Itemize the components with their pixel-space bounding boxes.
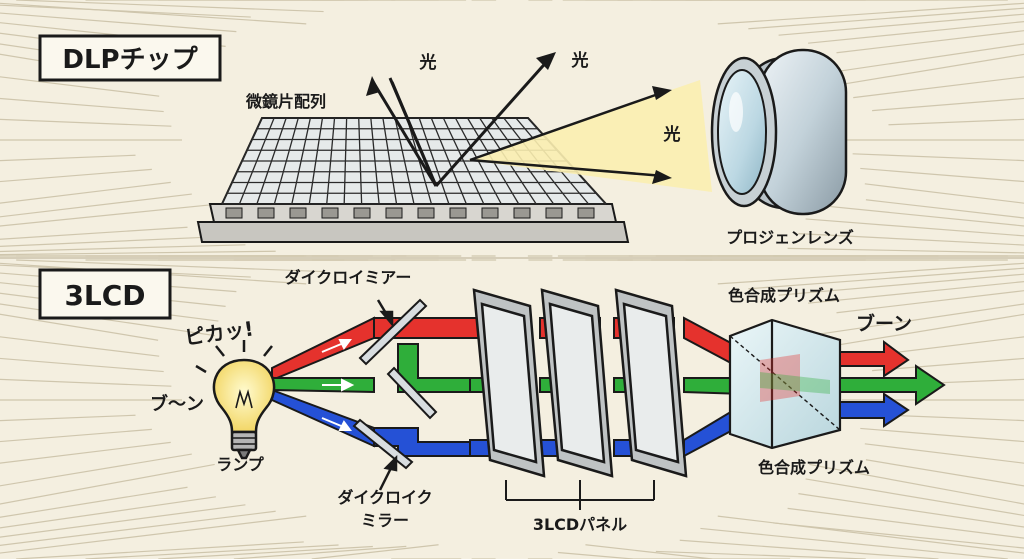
speed-line xyxy=(0,182,171,246)
speed-line xyxy=(809,0,1024,76)
light-label-1: 光 xyxy=(419,52,437,73)
dichroic-mirror-label: ダイクロイミアー xyxy=(285,268,412,287)
speed-line xyxy=(558,553,633,559)
speed-line xyxy=(773,523,1024,559)
chip-pad xyxy=(418,208,434,218)
speed-line xyxy=(680,540,939,559)
lcd-title-box: 3LCD xyxy=(40,270,170,318)
lcd-panels xyxy=(474,290,686,476)
mirror-array-label: 微鏡片配列 xyxy=(245,92,326,111)
chip-pad xyxy=(290,208,306,218)
speed-line xyxy=(860,168,1024,211)
chip-pad xyxy=(226,208,242,218)
speed-line xyxy=(0,429,152,471)
speed-line xyxy=(853,154,1024,176)
speed-line xyxy=(748,260,1024,289)
speed-line xyxy=(809,260,1024,336)
speed-line xyxy=(656,551,866,559)
speed-line xyxy=(806,479,1024,559)
speed-line xyxy=(718,516,1024,559)
hum-label-left: ブ〜ン xyxy=(150,393,204,415)
lamp-bulb-icon xyxy=(214,360,274,458)
speed-line xyxy=(866,200,1024,256)
speed-line xyxy=(0,227,188,256)
chip-pad xyxy=(354,208,370,218)
chip-pad xyxy=(450,208,466,218)
lens-label: プロジェンレンズ xyxy=(726,228,854,247)
output-beams xyxy=(840,342,944,426)
speed-line xyxy=(860,428,1024,471)
prism-label-top: 色合成プリズム xyxy=(728,286,840,305)
speed-line xyxy=(0,104,171,126)
speed-line xyxy=(0,0,251,17)
speed-line xyxy=(788,248,1024,256)
speed-line xyxy=(0,442,171,506)
dlp-title-box: DLPチップ xyxy=(40,36,220,80)
speed-line xyxy=(0,487,188,559)
speed-line xyxy=(16,0,323,12)
speed-line xyxy=(0,505,245,559)
dichroic-mirror-2-line2: ミラー xyxy=(361,511,409,530)
speed-line xyxy=(836,260,1024,313)
speed-line xyxy=(872,69,1024,111)
projection-lens xyxy=(712,50,846,214)
speed-line xyxy=(0,169,152,211)
chip-pad xyxy=(578,208,594,218)
chip-pad xyxy=(386,208,402,218)
lcd-title: 3LCD xyxy=(64,279,145,312)
dlp-title: DLPチップ xyxy=(62,45,198,75)
chip-pad xyxy=(482,208,498,218)
prism-label-bottom: 色合成プリズム xyxy=(758,458,870,477)
light-label-3: 光 xyxy=(663,124,681,145)
lamp-label: ランプ xyxy=(216,455,265,474)
speed-line xyxy=(0,454,192,540)
speed-line xyxy=(788,508,1024,559)
speed-line xyxy=(865,444,1024,507)
light-label-2: 光 xyxy=(571,50,589,71)
speed-line xyxy=(0,364,171,386)
color-combining-prism xyxy=(730,320,840,448)
hum-label-right: ブーン xyxy=(856,312,912,335)
chip-pad xyxy=(514,208,530,218)
speed-line xyxy=(748,0,1024,29)
speed-line xyxy=(836,0,1024,53)
chip-pad xyxy=(546,208,562,218)
speed-line xyxy=(832,0,1024,86)
dichroic-mirror-2-line1: ダイクロイク xyxy=(337,488,432,507)
speed-line xyxy=(0,251,276,256)
panel-bracket xyxy=(506,480,654,510)
speed-line xyxy=(0,329,164,372)
chip-pad xyxy=(322,208,338,218)
chip-pad xyxy=(258,208,274,218)
lcd-panels-label: 3LCDパネル xyxy=(533,515,627,534)
